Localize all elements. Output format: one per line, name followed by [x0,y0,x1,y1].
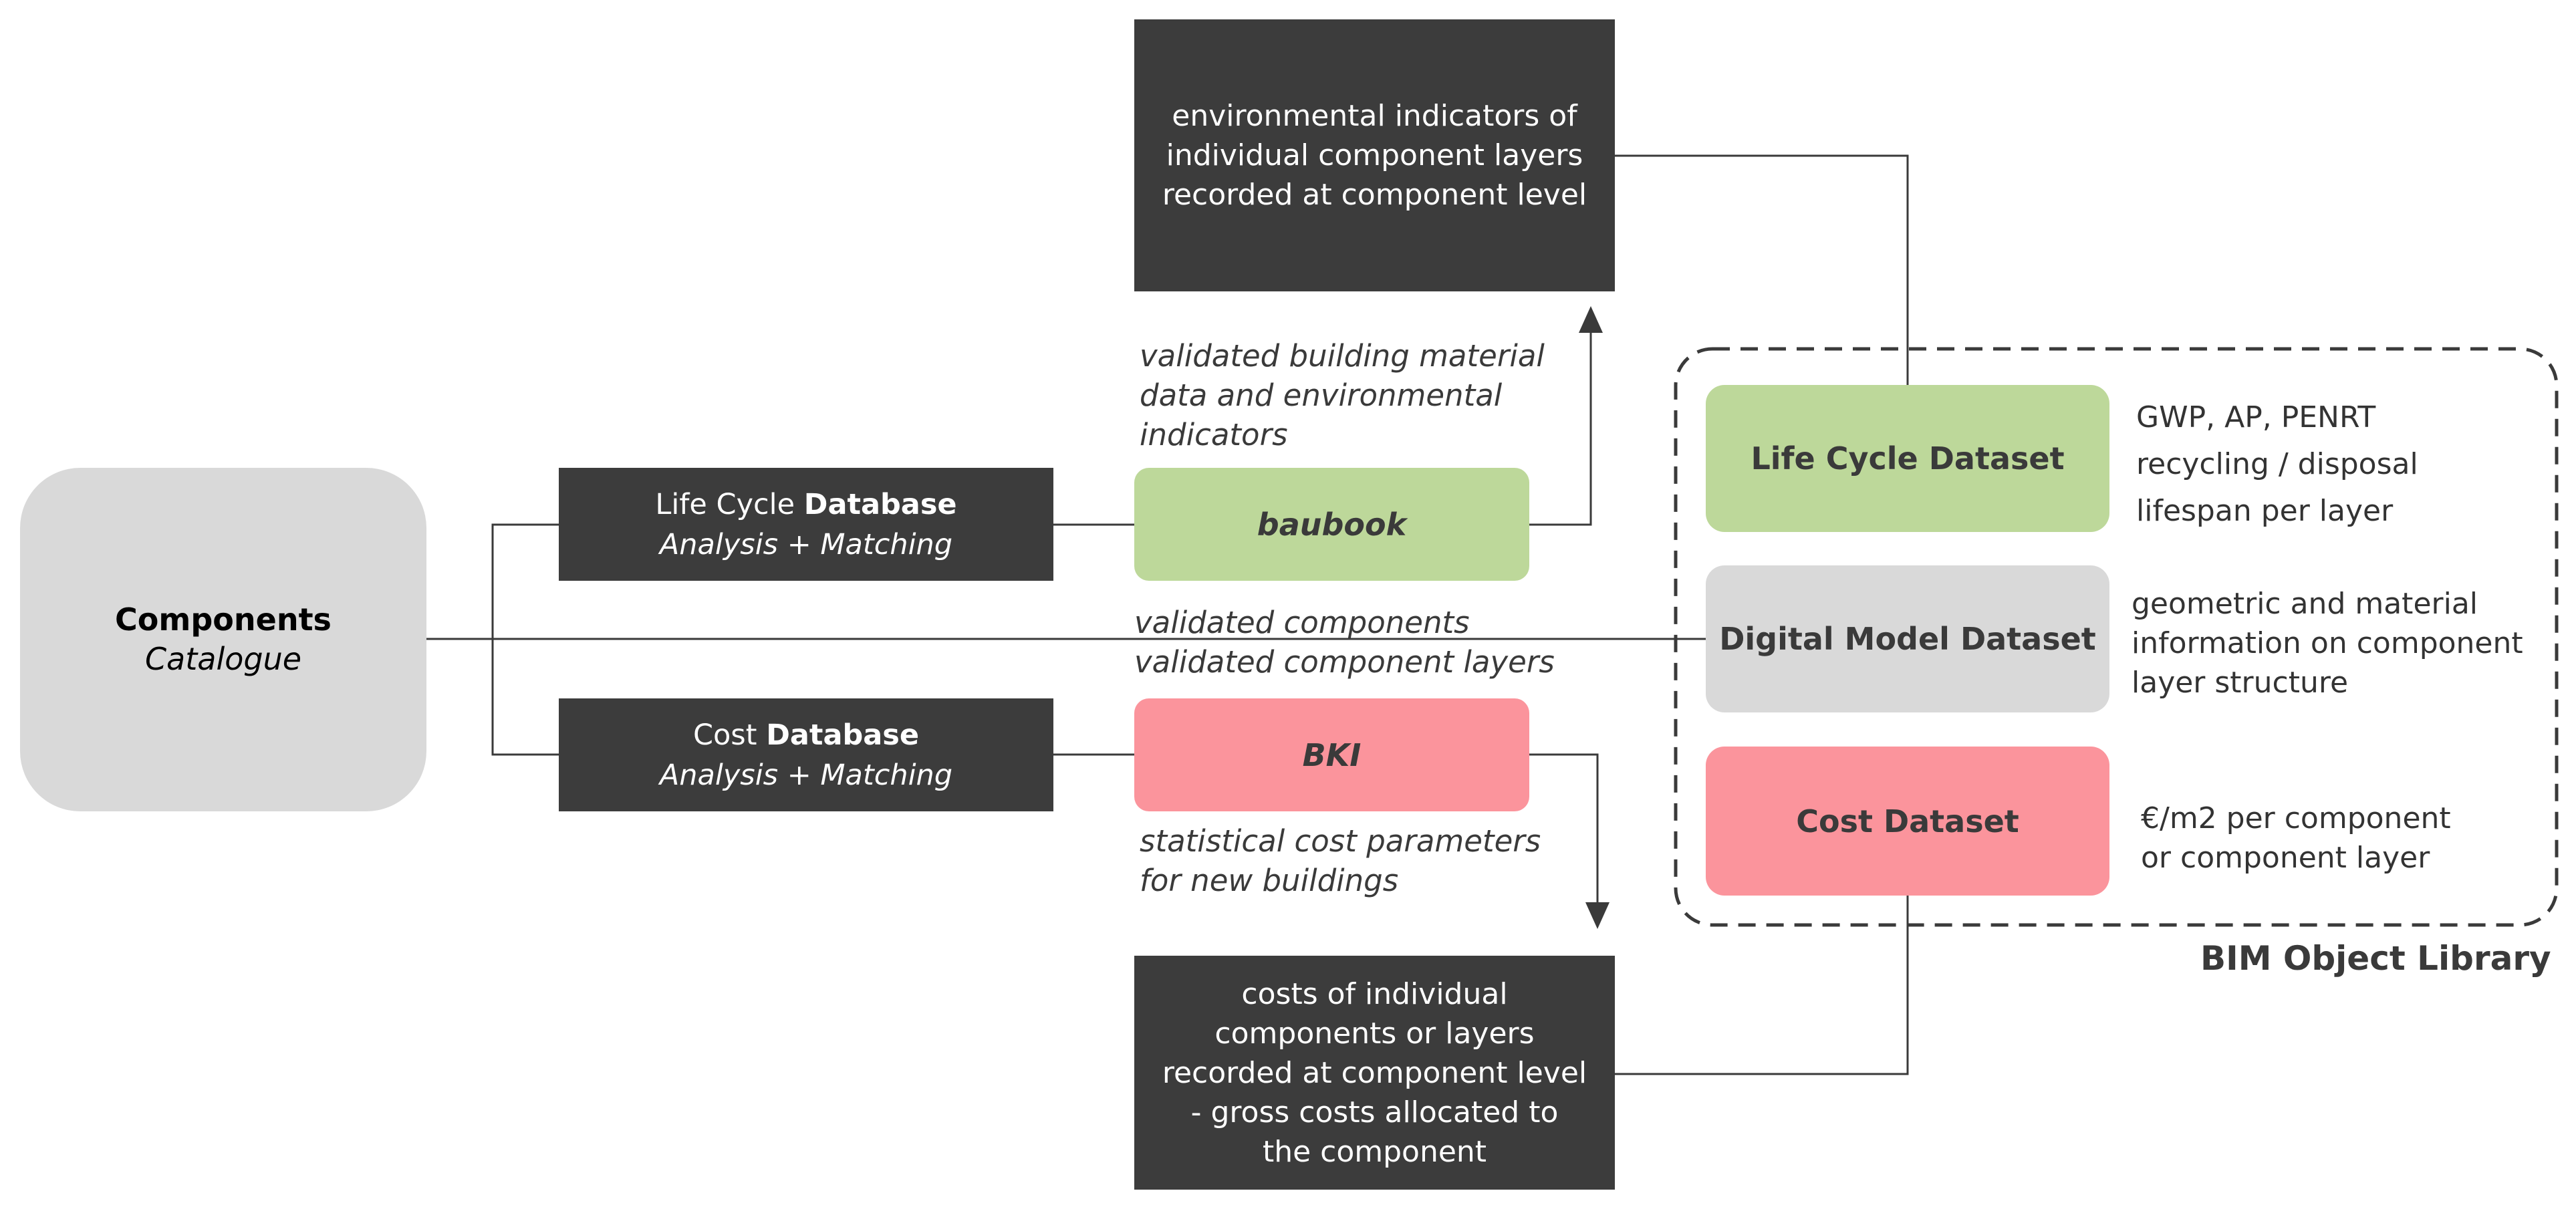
env-line-3: recorded at component level [1162,178,1587,212]
components-title: Components [115,601,332,638]
connector-cost-dataset-to-cost-box [1615,896,1909,1075]
life-cycle-database-bold: Database [803,487,957,521]
digital-model-info-line-3: layer structure [2132,666,2349,700]
digital-model-dataset-label: Digital Model Dataset [1719,621,2096,657]
bim-object-library-label: BIM Object Library [2200,939,2551,978]
life-cycle-database-title: Life Cycle Database [655,485,956,525]
cost-line-1: costs of individual [1241,976,1508,1011]
component-costs-box: costs of individual components or layers… [1134,956,1615,1190]
cost-dataset-box: Cost Dataset [1706,747,2109,896]
cost-info-line-2: or component layer [2141,841,2430,875]
validated-components-line-2: validated component layers [1134,644,1555,680]
life-cycle-database-subtitle: Analysis + Matching [659,527,953,561]
digital-model-info-line-2: information on component [2132,626,2523,660]
environmental-indicators-box: environmental indicators of individual c… [1134,19,1615,291]
life-cycle-database-box: Life Cycle Database Analysis + Matching [559,468,1053,581]
validated-components-line-1: validated components [1134,605,1470,640]
cost-database-prefix: Cost [692,718,767,752]
cost-line-4: - gross costs allocated to [1190,1095,1559,1129]
life-cycle-info-line-3: lifespan per layer [2136,494,2394,528]
env-line-2: individual component layers [1166,138,1583,172]
connector-env-box-to-life-cycle [1615,154,1909,385]
connector-components-bracket [491,523,559,756]
bki-note: statistical cost parameters for new buil… [1140,821,1541,900]
baubook-box: baubook [1134,468,1529,581]
bim-object-library-frame [1674,347,2559,927]
bki-note-line-1: statistical cost parameters [1140,823,1541,859]
digital-model-dataset-box: Digital Model Dataset [1706,565,2109,712]
bki-box: BKI [1134,698,1529,811]
cost-database-subtitle: Analysis + Matching [659,758,953,792]
cost-database-bold: Database [766,718,920,752]
env-line-1: environmental indicators of [1172,99,1577,133]
cost-info-line-1: €/m2 per component [2141,801,2451,835]
bki-note-line-2: for new buildings [1140,863,1399,898]
life-cycle-dataset-box: Life Cycle Dataset [1706,385,2109,532]
cost-database-title: Cost Database [693,715,919,755]
components-subtitle: Catalogue [144,641,302,677]
cost-line-3: recorded at component level [1162,1055,1587,1090]
validated-components-note: validated components validated component… [1134,603,1555,682]
cost-dataset-label: Cost Dataset [1796,803,2019,839]
cost-dataset-info: €/m2 per component or component layer [2141,799,2451,878]
connector-baubook-to-env-box [1529,333,1592,526]
cost-line-2: components or layers [1214,1016,1535,1051]
connector-bki-to-cost-box [1529,753,1599,902]
baubook-label: baubook [1257,506,1407,543]
bki-label: BKI [1302,737,1362,773]
life-cycle-info-line-1: GWP, AP, PENRT [2136,400,2376,434]
life-cycle-dataset-info: GWP, AP, PENRT recycling / disposal life… [2136,394,2418,535]
cost-database-box: Cost Database Analysis + Matching [559,698,1053,811]
life-cycle-database-prefix: Life Cycle [655,487,804,521]
baubook-note: validated building material data and env… [1140,336,1545,454]
digital-model-info-line-1: geometric and material [2132,587,2478,621]
baubook-note-line-2: data and environmental [1140,378,1503,413]
baubook-note-line-3: indicators [1140,417,1288,452]
arrowhead-down [1585,902,1609,929]
baubook-note-line-1: validated building material [1140,338,1545,374]
digital-model-dataset-info: geometric and material information on co… [2132,584,2523,702]
life-cycle-dataset-label: Life Cycle Dataset [1751,440,2065,477]
arrowhead-up [1579,306,1603,333]
cost-line-5: the component [1262,1134,1487,1169]
life-cycle-info-line-2: recycling / disposal [2136,447,2418,481]
components-catalogue-box: Components Catalogue [20,468,426,811]
